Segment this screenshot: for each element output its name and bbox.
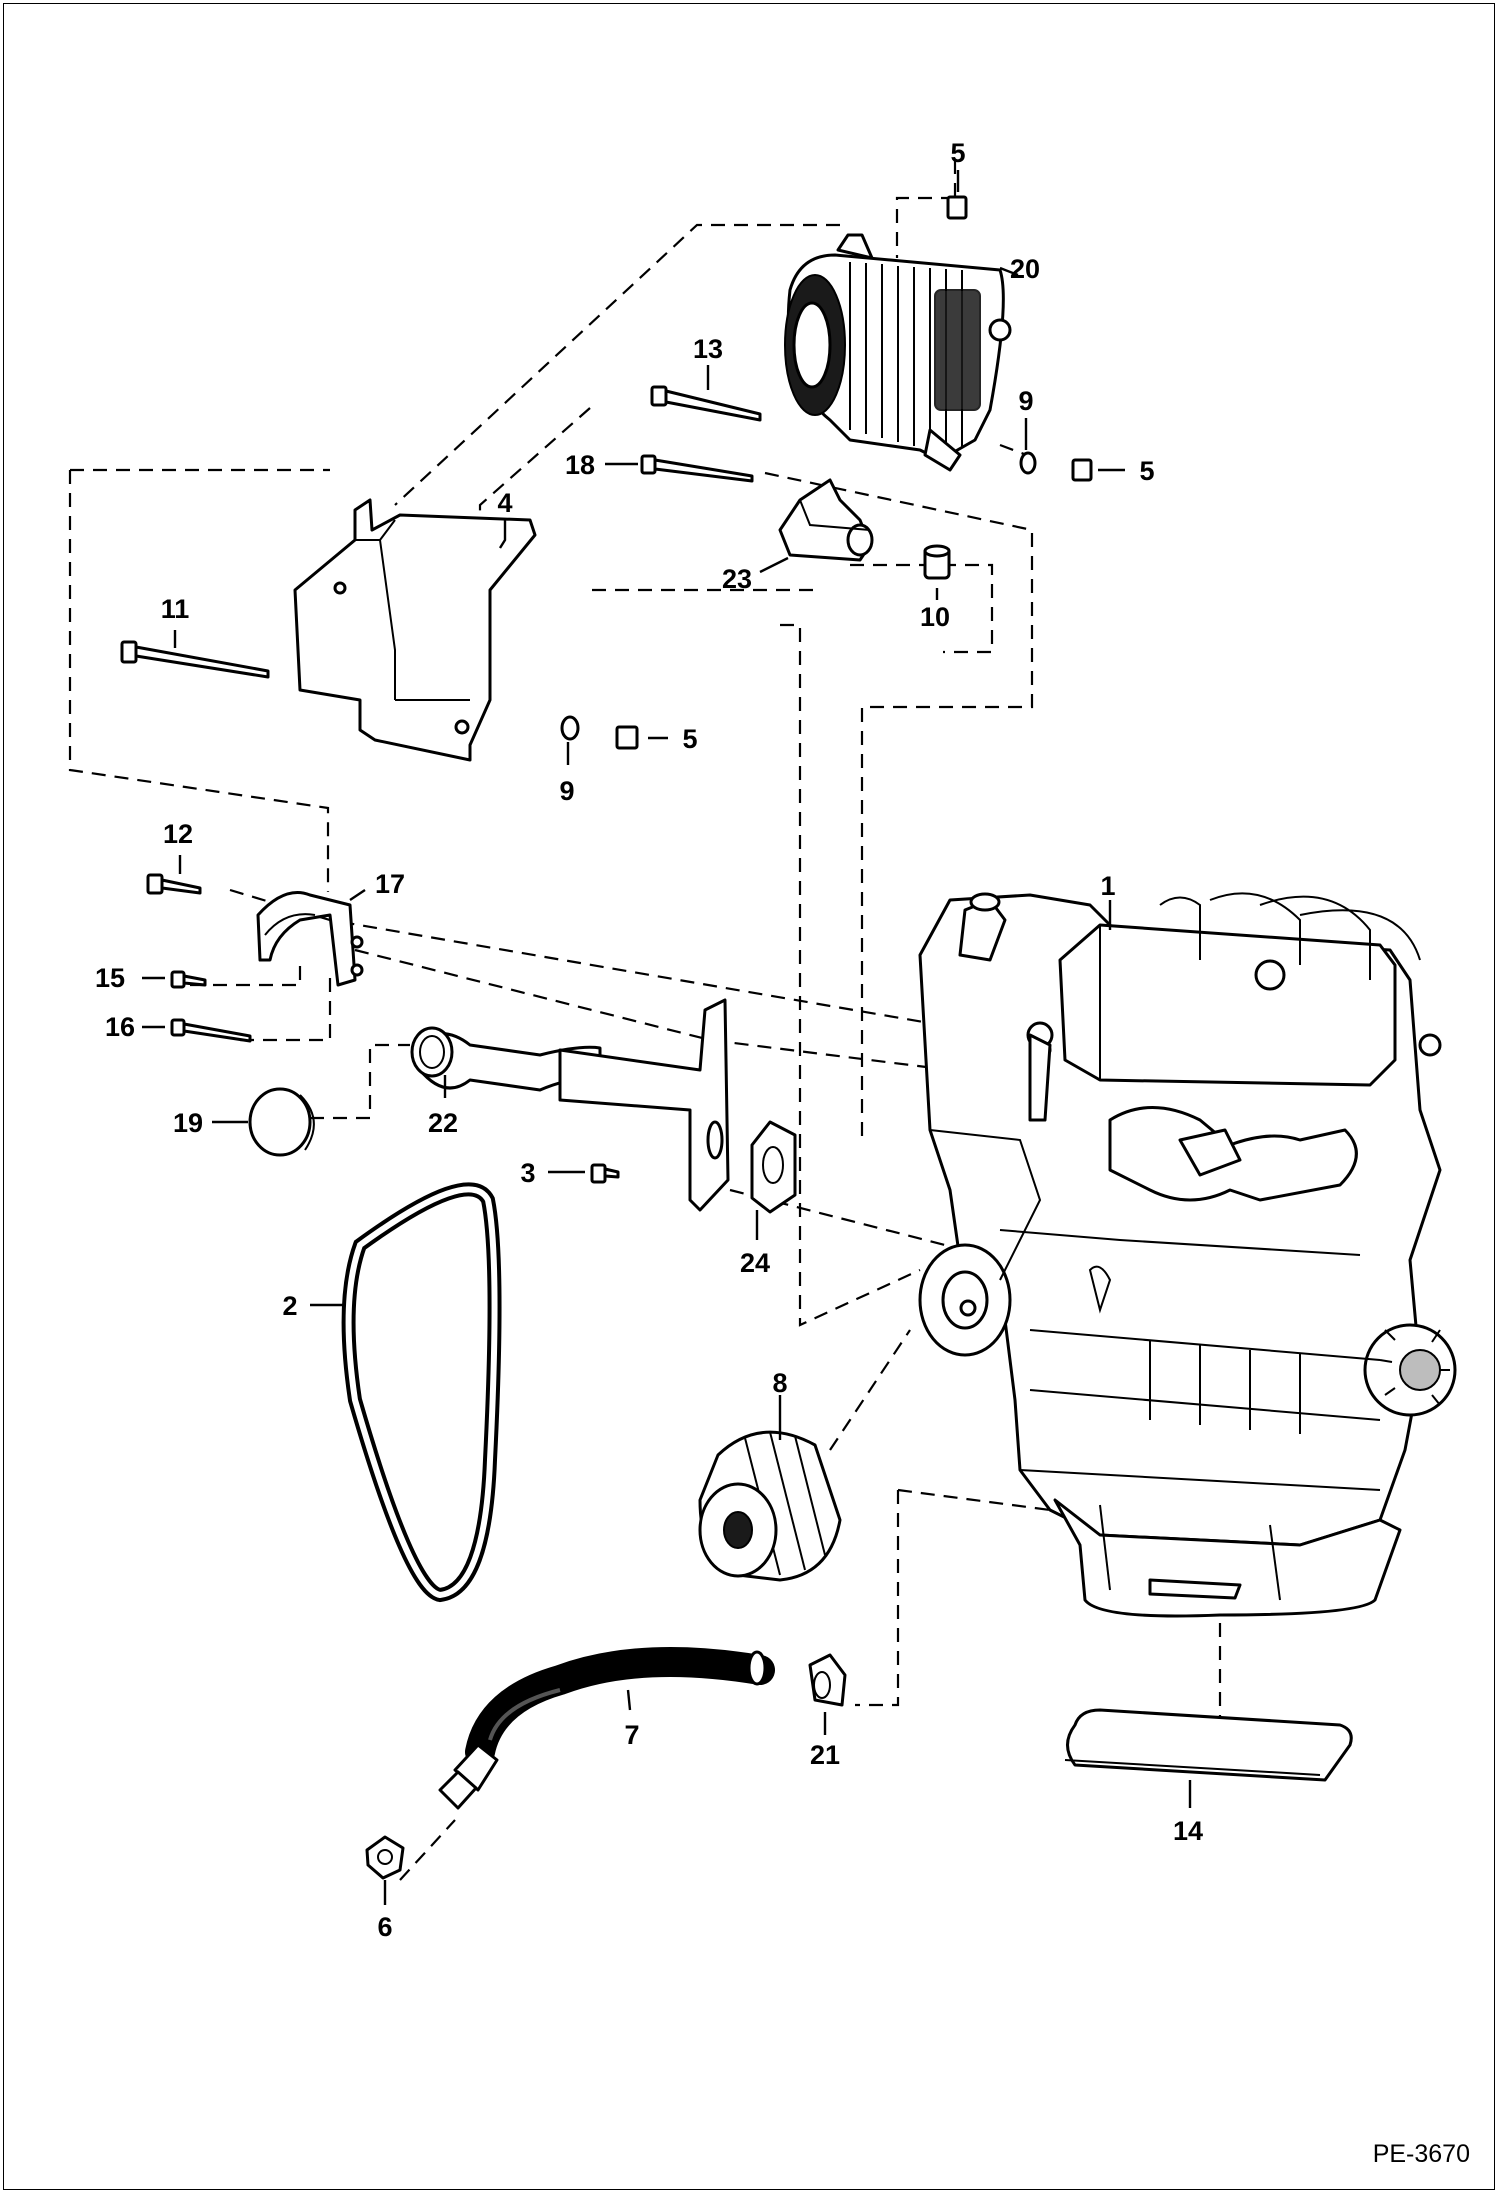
- callout-2: 2: [282, 1291, 297, 1321]
- part-belt-2: [341, 1182, 502, 1603]
- callout-16: 16: [105, 1012, 135, 1042]
- callout-14: 14: [1173, 1816, 1203, 1846]
- part-water-pipe-22: [410, 998, 730, 1212]
- callout-7: 7: [624, 1720, 639, 1750]
- part-bolt-3: [590, 1163, 620, 1184]
- part-pad-14: [1064, 1708, 1353, 1782]
- part-nut-6: [365, 1835, 405, 1880]
- part-nut-5-top: [946, 195, 968, 220]
- part-gasket-24: [750, 1120, 797, 1214]
- part-bolt-15: [170, 970, 207, 989]
- callout-22: 22: [428, 1108, 458, 1138]
- callout-13: 13: [693, 334, 723, 364]
- part-bracket-23: [778, 478, 874, 562]
- part-cap-19: [248, 1087, 315, 1157]
- callout-10: 10: [920, 602, 950, 632]
- callout-12: 12: [163, 819, 193, 849]
- callout-labels: 5 20 13 9 5 18 4 23 10 11 5 9 12 17 1 15…: [95, 138, 1203, 1942]
- diagram-frame: [3, 3, 1495, 2190]
- callout-3: 3: [520, 1158, 535, 1188]
- part-bolt-13: [650, 385, 762, 422]
- callout-5-lower: 5: [682, 724, 697, 754]
- assembly-guide-lines: [68, 160, 1222, 1881]
- part-clamp-21: [808, 1653, 847, 1707]
- callout-9-upper: 9: [1018, 386, 1033, 416]
- callout-18: 18: [565, 450, 595, 480]
- part-washer-9-lower: [560, 715, 580, 741]
- callout-19: 19: [173, 1108, 203, 1138]
- callout-23: 23: [722, 564, 752, 594]
- callout-24: 24: [740, 1248, 770, 1278]
- leader-lines: [142, 170, 1192, 1905]
- callout-4: 4: [497, 488, 512, 518]
- part-bolt-18: [640, 454, 754, 483]
- callout-5-top: 5: [950, 138, 965, 168]
- callout-8: 8: [772, 1368, 787, 1398]
- part-bolt-11: [120, 640, 270, 679]
- part-bushing-10: [923, 544, 951, 580]
- callout-9-lower: 9: [559, 776, 574, 806]
- part-bolt-12: [146, 873, 202, 895]
- part-engine-1: [918, 892, 1457, 1618]
- callout-20: 20: [1010, 254, 1040, 284]
- part-hose-7: [438, 1647, 775, 1810]
- callout-6: 6: [377, 1912, 392, 1942]
- callout-21: 21: [810, 1740, 840, 1770]
- part-belt-cover-4: [293, 498, 537, 762]
- callout-5-right: 5: [1139, 456, 1154, 486]
- part-nut-5-lower: [615, 725, 639, 750]
- part-oil-filter-8: [698, 1430, 842, 1582]
- callout-15: 15: [95, 963, 125, 993]
- callout-1: 1: [1100, 871, 1115, 901]
- part-washer-9-upper: [1019, 451, 1037, 475]
- part-bolt-16: [170, 1018, 252, 1043]
- drawing-id: PE-3670: [1373, 2140, 1470, 2168]
- callout-11: 11: [161, 594, 190, 624]
- callout-17: 17: [375, 869, 405, 899]
- part-nut-5-right: [1071, 458, 1093, 482]
- part-bracket-17: [256, 891, 364, 987]
- part-alternator-20: [784, 233, 1012, 472]
